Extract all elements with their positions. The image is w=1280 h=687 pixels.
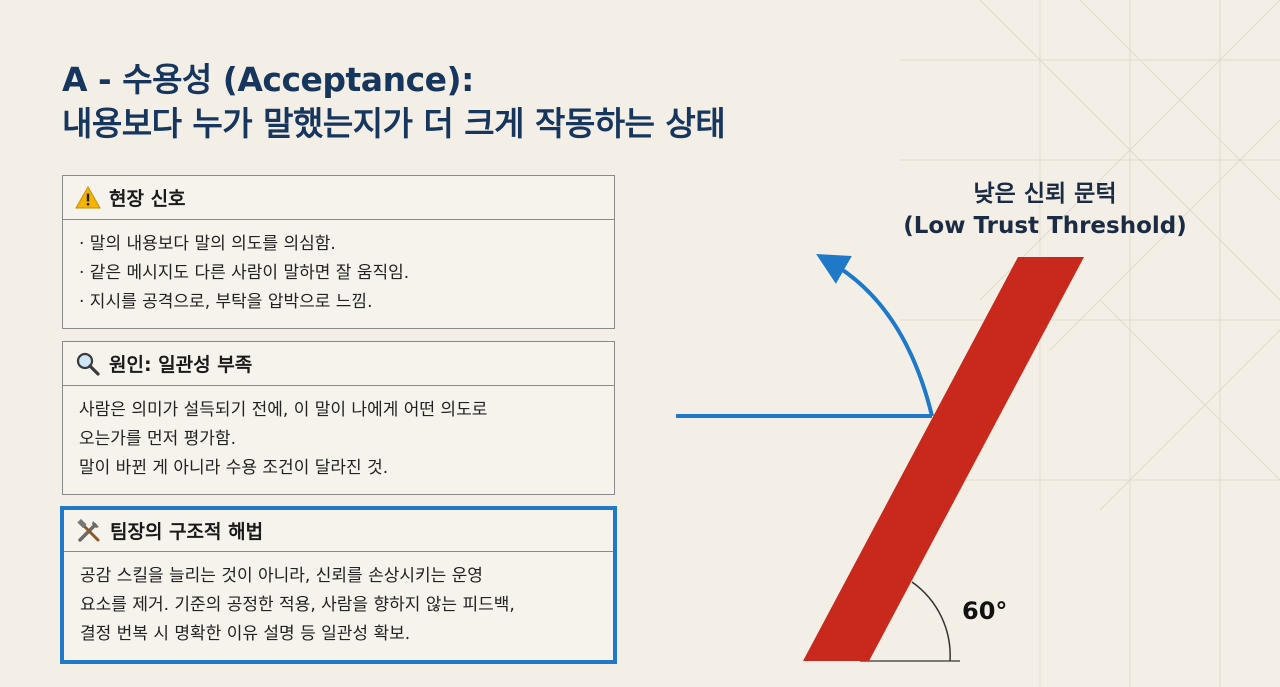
- threshold-label-line-2: (Low Trust Threshold): [903, 213, 1187, 239]
- signal-card: 현장 신호 · 말의 내용보다 말의 의도를 의심함. · 같은 메시지도 다른…: [62, 175, 615, 329]
- page-title: A - 수용성 (Acceptance): 내용보다 누가 말했는지가 더 크게…: [62, 58, 726, 146]
- solution-card-header: 팀장의 구조적 해법: [64, 510, 613, 552]
- cause-card-header: 원인: 일관성 부족: [63, 342, 614, 386]
- solution-card-body: 공감 스킬을 늘리는 것이 아니라, 신뢰를 손상시키는 운영 요소를 제거. …: [64, 552, 613, 659]
- list-item: · 말의 내용보다 말의 의도를 의심함.: [79, 234, 336, 254]
- threshold-label: 낮은 신뢰 문턱 (Low Trust Threshold): [880, 178, 1210, 242]
- list-item: · 지시를 공격으로, 부탁을 압박으로 느낌.: [79, 292, 373, 312]
- threshold-label-line-1: 낮은 신뢰 문턱: [973, 181, 1117, 207]
- list-item: 결정 번복 시 명확한 이유 설명 등 일관성 확보.: [80, 624, 411, 644]
- list-item: 공감 스킬을 늘리는 것이 아니라, 신뢰를 손상시키는 운영: [80, 566, 483, 586]
- deflection-arrow: [816, 254, 934, 417]
- list-item: 요소를 제거. 기준의 공정한 적용, 사람을 향하지 않는 피드백,: [80, 595, 515, 615]
- solution-card-title: 팀장의 구조적 해법: [110, 521, 264, 543]
- angle-label: 60°: [962, 597, 1008, 625]
- list-item: 오는가를 먼저 평가함.: [79, 429, 236, 449]
- solution-card: 팀장의 구조적 해법 공감 스킬을 늘리는 것이 아니라, 신뢰를 손상시키는 …: [60, 506, 617, 664]
- cause-card-title: 원인: 일관성 부족: [109, 354, 253, 376]
- list-item: · 같은 메시지도 다른 사람이 말하면 잘 움직임.: [79, 263, 410, 283]
- cause-card: 원인: 일관성 부족 사람은 의미가 설득되기 전에, 이 말이 나에게 어떤 …: [62, 341, 615, 495]
- tools-icon: [77, 518, 100, 542]
- magnifier-icon: [76, 352, 100, 376]
- signal-card-body: · 말의 내용보다 말의 의도를 의심함. · 같은 메시지도 다른 사람이 말…: [63, 220, 614, 327]
- cause-card-body: 사람은 의미가 설득되기 전에, 이 말이 나에게 어떤 의도로 오는가를 먼저…: [63, 386, 614, 493]
- signal-card-header: 현장 신호: [63, 176, 614, 220]
- threshold-bar: [803, 257, 1084, 661]
- angle-arc: [911, 581, 951, 662]
- warning-icon: [75, 185, 101, 208]
- list-item: 말이 바뀐 게 아니라 수용 조건이 달라진 것.: [79, 458, 389, 478]
- title-line-1: A - 수용성 (Acceptance):: [62, 60, 474, 99]
- list-item: 사람은 의미가 설득되기 전에, 이 말이 나에게 어떤 의도로: [79, 400, 488, 420]
- title-line-2: 내용보다 누가 말했는지가 더 크게 작동하는 상태: [62, 104, 726, 143]
- signal-card-title: 현장 신호: [109, 188, 186, 210]
